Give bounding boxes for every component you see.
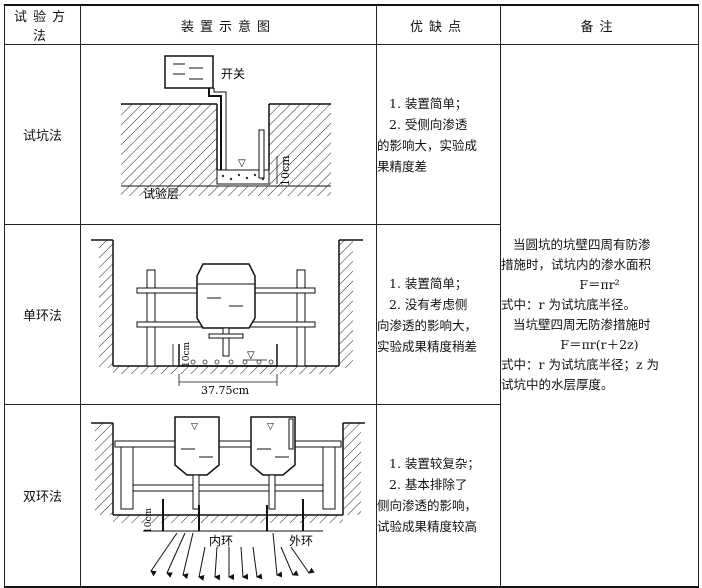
notes-cell: 当圆坑的坑壁四周有防渗 措施时，试坑内的渗水面积 F＝πr² 式中：r 为试坑底… — [500, 44, 699, 587]
double-ring-figure: ▽ ▽ 10cm 内环 外环 — [91, 416, 365, 582]
header-diagram: 装置示意图 — [80, 4, 377, 45]
double-ring-diagram: ▽ ▽ 10cm 内环 外环 — [80, 404, 377, 587]
row-pit-method: 试坑法 — [4, 44, 699, 587]
pros-line: 2. 受侧向渗透 — [389, 116, 468, 132]
pros-line: 侧向渗透的影响， — [377, 498, 478, 514]
inner-ring-label: 内环 — [209, 534, 233, 548]
note-line: 式中：r 为试坑底半径；z 为 — [501, 357, 660, 373]
methods-table: 试验方法 装置示意图 优缺点 备注 试坑法 — [4, 4, 699, 588]
pros-line: 向渗透的影响大， — [377, 317, 478, 333]
ring-height-label: 10cm — [182, 341, 192, 366]
pit-diagram: 开关 ▽ 10cm 试验层 — [80, 44, 377, 225]
single-ring-figure: ▽ 10cm 37.75cm — [91, 238, 363, 397]
svg-text:▽: ▽ — [267, 422, 274, 432]
method-name: 单环法 — [4, 224, 81, 405]
svg-text:▽: ▽ — [238, 158, 246, 169]
switch-label: 开关 — [221, 67, 245, 81]
svg-text:▽: ▽ — [247, 350, 255, 361]
pit-dim-label: 10cm — [279, 154, 292, 185]
method-name: 试坑法 — [4, 44, 81, 225]
pros-line: 1. 装置简单； — [389, 275, 468, 291]
pros-line: 果精度差 — [377, 158, 428, 174]
single-ring-pros-cons: 1. 装置简单； 2. 没有考虑侧 向渗透的影响大， 实验成果精度稍差 — [376, 224, 501, 405]
note-line: 措施时，试坑内的渗水面积 — [501, 257, 652, 273]
pit-method-figure: 开关 ▽ 10cm 试验层 — [121, 54, 331, 201]
header-method: 试验方法 — [4, 4, 81, 45]
pros-line: 实验成果精度稍差 — [377, 338, 478, 354]
row-single-ring: 单环法 — [4, 224, 699, 405]
test-layer-label: 试验层 — [143, 186, 179, 201]
formula-covered: F＝πr² — [579, 277, 620, 293]
pros-line: 1. 装置较复杂； — [389, 456, 480, 472]
svg-text:▽: ▽ — [191, 422, 198, 432]
note-line: 当坑壁四周无防渗措施时 — [513, 317, 651, 333]
note-line: 试坑中的水层厚度。 — [501, 377, 614, 393]
pros-line: 2. 没有考虑侧 — [389, 296, 468, 312]
pros-line: 的影响大，实验成 — [377, 137, 478, 153]
pros-line: 试验成果精度较高 — [377, 519, 478, 535]
pit-pros-cons: 1. 装置简单； 2. 受侧向渗透 的影响大，实验成 果精度差 — [376, 44, 501, 225]
note-line: 式中：r 为试坑底半径。 — [501, 297, 636, 313]
row-double-ring: 双环法 — [4, 404, 699, 587]
header-pros-cons: 优缺点 — [376, 4, 501, 45]
pros-line: 1. 装置简单； — [389, 95, 468, 111]
method-name: 双环法 — [4, 404, 81, 587]
double-ring-height-label: 10cm — [144, 508, 154, 533]
header-notes: 备注 — [500, 4, 699, 45]
pros-line: 2. 基本排除了 — [389, 477, 468, 493]
note-line: 当圆坑的坑壁四周有防渗 — [513, 237, 651, 253]
formula-uncovered: F＝πr(r＋2z) — [560, 337, 639, 353]
double-ring-pros-cons: 1. 装置较复杂； 2. 基本排除了 侧向渗透的影响， 试验成果精度较高 — [376, 404, 501, 587]
header-row: 试验方法 装置示意图 优缺点 备注 — [4, 4, 699, 45]
single-ring-diagram: ▽ 10cm 37.75cm — [80, 224, 377, 405]
outer-ring-label: 外环 — [289, 534, 313, 548]
ring-width-label: 37.75cm — [201, 384, 250, 397]
